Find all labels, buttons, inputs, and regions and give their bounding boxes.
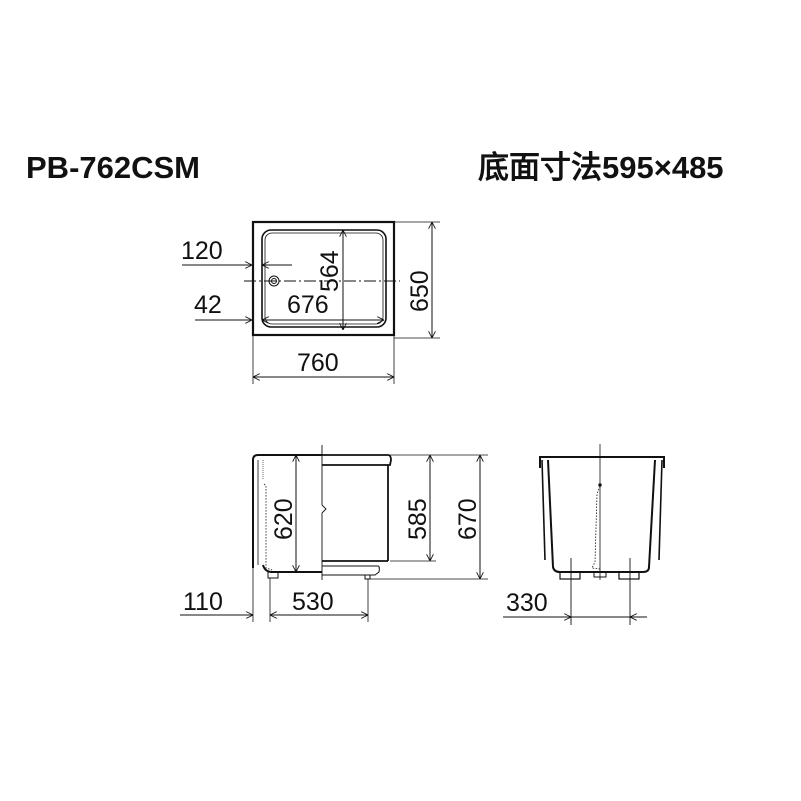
- dim-foot-offset: 110: [183, 588, 223, 616]
- dim-foot-span: 530: [292, 588, 334, 616]
- dim-inner-width: 676: [287, 291, 329, 319]
- front-view: [503, 444, 665, 625]
- dim-inner-height: 620: [270, 498, 298, 540]
- dim-edge-offset: 42: [194, 291, 222, 319]
- dim-total-height: 670: [454, 498, 482, 540]
- side-view: [180, 445, 488, 622]
- dim-depth: 650: [406, 270, 434, 312]
- top-view: [182, 220, 440, 384]
- drain-icon: [268, 275, 280, 287]
- dim-body-height: 585: [404, 498, 432, 540]
- dim-front-foot-span: 330: [506, 589, 548, 617]
- model-number: PB-762CSM: [26, 150, 200, 185]
- base-dimension-label: 底面寸法595×485: [478, 150, 724, 185]
- dim-inner-depth: 564: [316, 250, 344, 292]
- dim-width: 760: [297, 349, 339, 377]
- dim-drain-offset: 120: [181, 237, 223, 265]
